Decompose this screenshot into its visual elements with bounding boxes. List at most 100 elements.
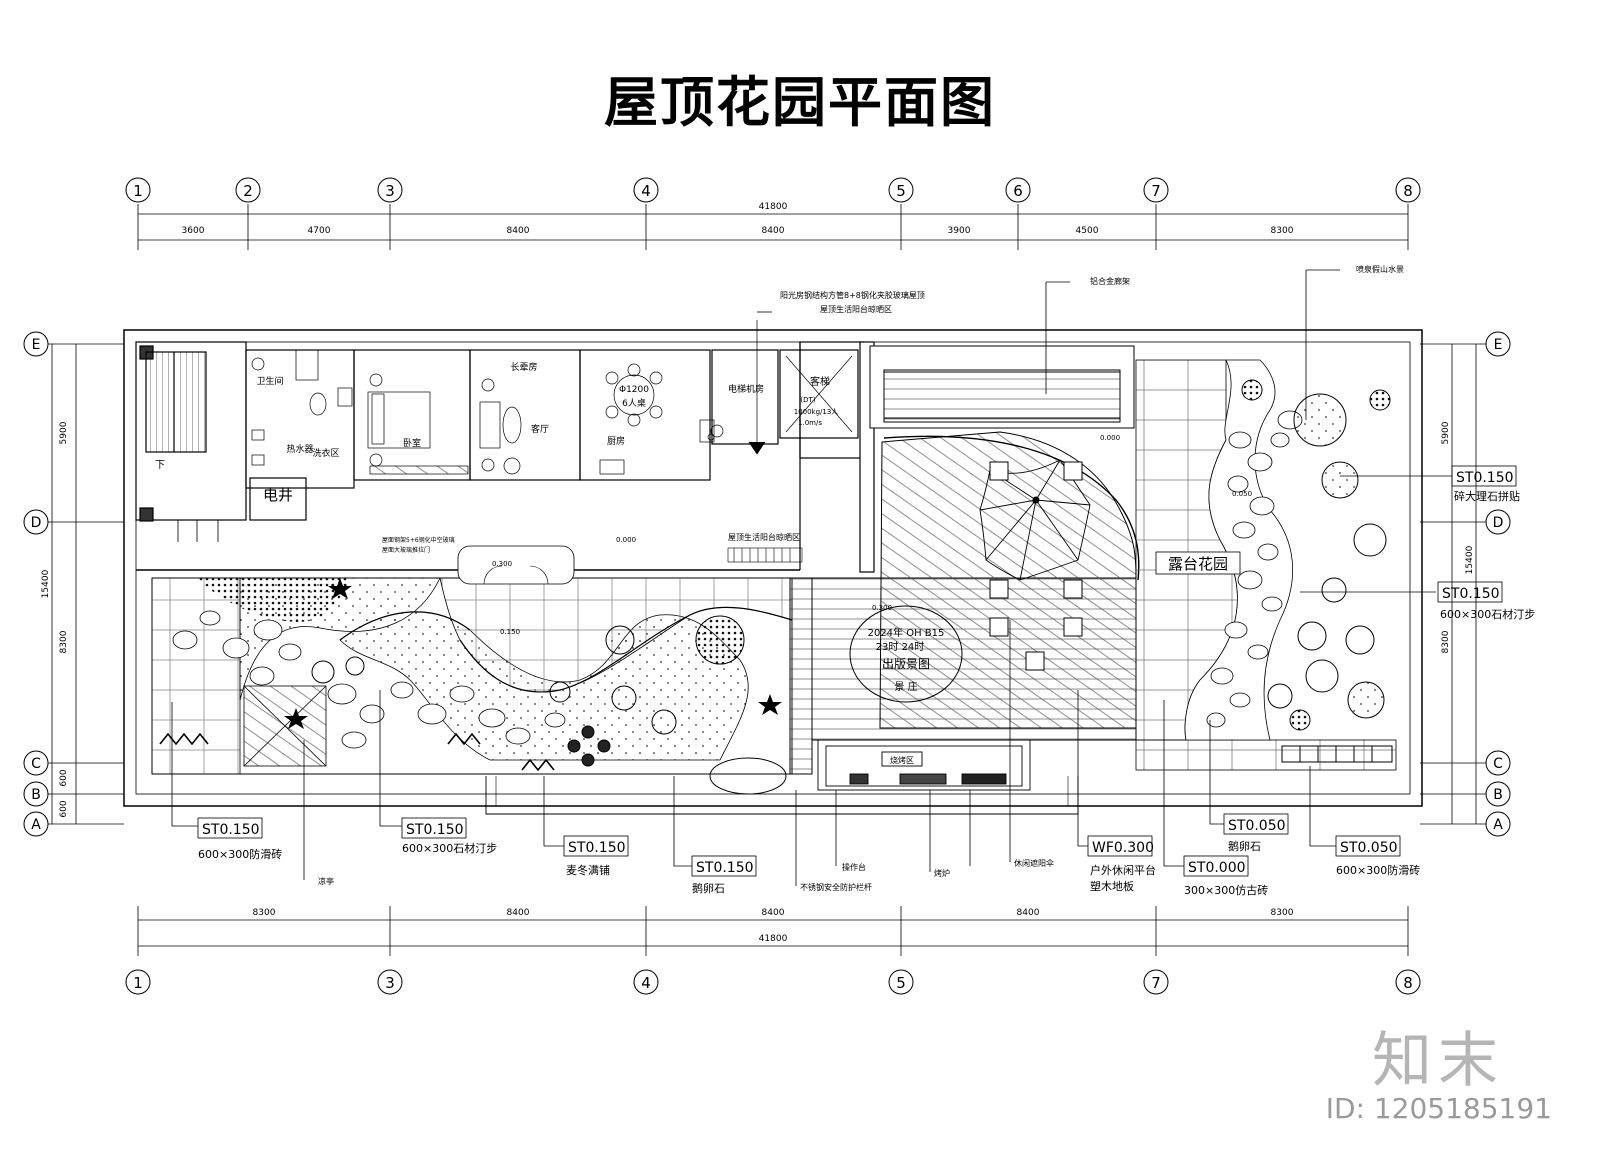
axis-bubble-4: 4 [641, 182, 651, 200]
top-dim-2: 4700 [308, 226, 331, 236]
drying-rack [727, 547, 803, 563]
electric-shaft-label: 电井 [263, 486, 293, 504]
left-bubble-D: D [31, 515, 42, 531]
right-bubble-C: C [1493, 756, 1503, 772]
room-label-kitchen: 厨房 [607, 435, 625, 447]
level-markers: 0.300 0.000 0.150 0.050 0.000 0.300 [492, 434, 1252, 636]
railing-label: 不锈钢安全防护栏杆 [800, 882, 872, 892]
central-deck [789, 345, 1140, 775]
sunroom-callout-line1: 阳光房钢结构方管8+8钢化夹胶玻璃屋顶 [780, 290, 925, 300]
axis-bubble-7: 7 [1151, 182, 1161, 200]
room-label-living: 客厅 [531, 423, 549, 435]
bottom-tag-3-text: 麦冬满铺 [566, 863, 610, 877]
left-bubble-E: E [32, 337, 41, 353]
left-bubble-B: B [31, 787, 41, 803]
right-tag-leaders [1300, 465, 1517, 603]
sunroom-callout-line2: 屋顶生活阳台晾晒区 [820, 304, 892, 314]
bottom-tag-6-code: ST0.000 [1188, 860, 1246, 876]
dining-table-size: Φ1200 [619, 385, 649, 395]
west-garden [151, 545, 793, 775]
left-dim-1: 5900 [59, 421, 69, 444]
bottom-tag-4-code: ST0.150 [696, 860, 754, 876]
room-label-water-heater: 热水器 [286, 443, 313, 455]
left-dim-4: 600 [59, 800, 69, 817]
top-total-dimension: 41800 [759, 202, 788, 212]
bottom-tag-6-text: 300×300仿古砖 [1184, 883, 1268, 897]
drawing-title: 屋顶花园平面图 [604, 71, 996, 134]
drying-area-label: 屋顶生活阳台晾晒区 [728, 532, 800, 542]
bottom-tag-5-code: WF0.300 [1092, 840, 1154, 856]
level-mark-4: 0.050 [1232, 490, 1252, 498]
stair-direction-label: 下 [155, 460, 165, 471]
dining-table-seats: 6人桌 [622, 397, 646, 409]
bottom-dim-1: 8300 [253, 908, 276, 918]
bottom-tag-leaders [171, 620, 1401, 886]
work-table-label: 操作台 [842, 862, 866, 872]
axis-bubble-6: 6 [1013, 182, 1023, 200]
bottom-axis-bubble-7: 7 [1151, 974, 1161, 992]
level-mark-1: 0.300 [492, 560, 512, 568]
bottom-tag-2-code: ST0.150 [406, 822, 464, 838]
bottom-axis-bubble-4: 4 [641, 974, 651, 992]
top-dim-3: 8400 [507, 226, 530, 236]
elevator-spec-2: 1000kg/13人 [794, 408, 839, 416]
top-dim-6: 4500 [1076, 226, 1099, 236]
bottom-axis-bubble-8: 8 [1403, 974, 1413, 992]
sundial-text-4: 景 庄 [894, 680, 917, 693]
room-label-bathroom: 卫生间 [256, 375, 283, 387]
bottom-dim-4: 8400 [1017, 908, 1040, 918]
sundial-text-1: 2024年 OH B15 [868, 626, 945, 639]
bottom-dimension-chain [137, 906, 1409, 956]
level-mark-6: 0.300 [872, 604, 892, 612]
bottom-tag-8-code: ST0.050 [1340, 840, 1398, 856]
room-label-equipment: 电梯机房 [728, 383, 764, 395]
bottom-tag-4-text: 鹅卵石 [692, 881, 725, 895]
side-axis-bubbles [23, 331, 1511, 837]
top-dim-4: 8400 [762, 226, 785, 236]
right-bubble-B: B [1493, 787, 1503, 803]
axis-bubble-2: 2 [243, 182, 253, 200]
furniture [251, 320, 859, 475]
right-tag-1-text: 碎大理石拼贴 [1454, 489, 1520, 503]
left-bubble-C: C [31, 756, 41, 772]
elevator-spec-1: (DT) [800, 396, 815, 404]
top-callout-leaders [757, 269, 1340, 420]
bottom-tag-7-code: ST0.050 [1228, 818, 1286, 834]
axis-bubble-1: 1 [133, 182, 143, 200]
sunroom-note-1: 屋面钢架5+6钢化中空玻璃 [382, 536, 455, 544]
right-tag-1-code: ST0.150 [1456, 470, 1514, 486]
right-tag-2-code: ST0.150 [1442, 586, 1500, 602]
sundial [849, 605, 963, 703]
bbq-strip [485, 739, 1079, 815]
level-mark-5: 0.000 [1100, 434, 1120, 442]
top-axis-bubbles [125, 177, 1421, 203]
bottom-tag-1-text: 600×300防滑砖 [198, 847, 282, 861]
left-dim-3: 600 [59, 769, 69, 786]
top-dimension-chain [137, 204, 1409, 250]
top-dim-7: 8300 [1271, 226, 1294, 236]
bottom-axis-bubble-1: 1 [133, 974, 143, 992]
axis-bubble-5: 5 [896, 182, 906, 200]
right-tag-2-text: 600×300石材汀步 [1440, 607, 1535, 621]
right-dim-1: 5900 [1441, 421, 1451, 444]
room-label-bedroom: 卧室 [403, 437, 421, 449]
elevator-label: 客梯 [810, 375, 830, 388]
bottom-tag-1-code: ST0.150 [202, 822, 260, 838]
bottom-tag-3-code: ST0.150 [568, 840, 626, 856]
bottom-axis-bubble-5: 5 [896, 974, 906, 992]
bottom-dim-3: 8400 [762, 908, 785, 918]
bottom-tag-2-text: 600×300石材汀步 [402, 841, 497, 855]
room-label-elder-room: 长辈房 [510, 361, 537, 373]
star-plants [284, 578, 782, 729]
east-plantings [1241, 379, 1393, 763]
room-label-laundry: 洗衣区 [312, 447, 339, 459]
left-dim-2: 8300 [59, 630, 69, 653]
fountain-callout: 喷泉假山水景 [1356, 264, 1404, 274]
west-stepping-stones [172, 610, 566, 749]
bottom-tag-5-text2: 塑木地板 [1090, 879, 1134, 893]
elevator-spec-3: 1.0m/s [798, 419, 822, 427]
west-plantings [159, 615, 787, 795]
bottom-axis-bubble-3: 3 [385, 974, 395, 992]
side-dimension-chains [44, 343, 1486, 825]
